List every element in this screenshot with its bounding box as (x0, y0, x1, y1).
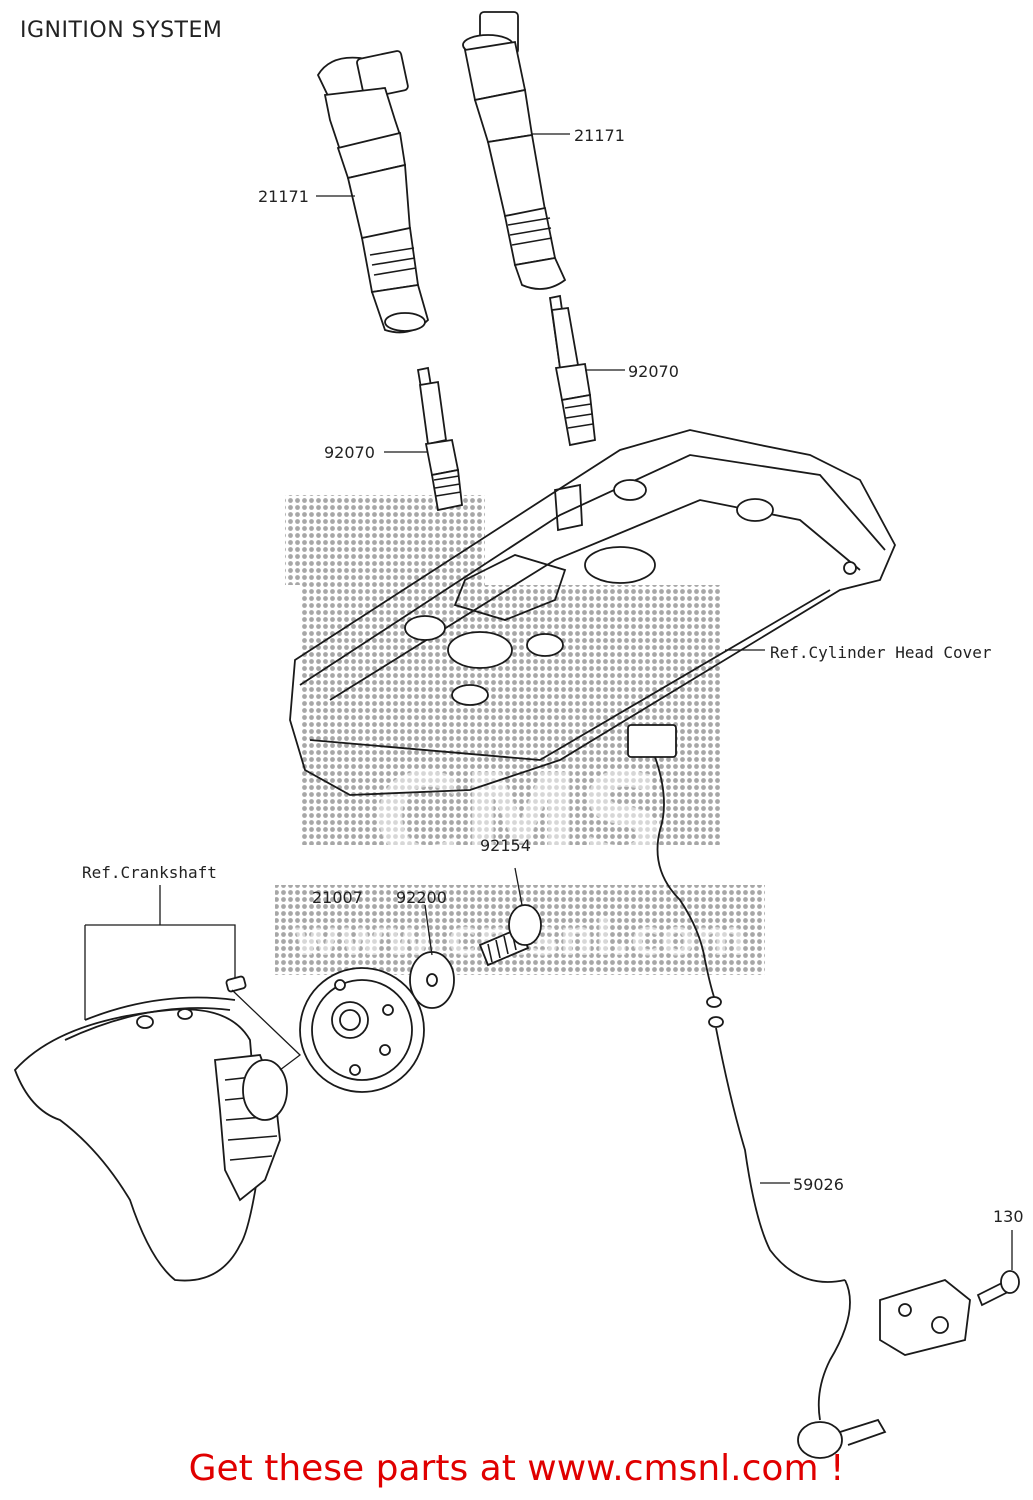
label-rotor[interactable]: 21007 (312, 888, 363, 907)
part-labels: 21171 21171 92070 92070 Ref.Cylinder Hea… (82, 126, 1024, 1226)
ignition-coil-left[interactable] (316, 50, 430, 334)
label-bolt[interactable]: 92154 (480, 836, 531, 855)
label-plug-right[interactable]: 92070 (628, 362, 679, 381)
leader-lines (84, 133, 1013, 1270)
crankshaft (13, 975, 288, 1282)
label-washer[interactable]: 92200 (396, 888, 447, 907)
spark-plug-left[interactable] (416, 366, 463, 512)
label-harness[interactable]: 59026 (793, 1175, 844, 1194)
label-head-cover[interactable]: Ref.Cylinder Head Cover (770, 643, 992, 662)
washer[interactable] (409, 951, 455, 1009)
label-coil-left[interactable]: 21171 (258, 187, 309, 206)
label-crankshaft[interactable]: Ref.Crankshaft (82, 863, 217, 882)
cylinder-head-cover (289, 429, 896, 796)
footer-link-banner[interactable]: Get these parts at www.cmsnl.com ! (188, 1448, 845, 1489)
spark-plug-right[interactable] (548, 294, 596, 447)
rotor-bolt[interactable] (478, 904, 542, 967)
pickup-harness[interactable] (627, 724, 971, 1459)
watermark: CMS www.cmsnl.com (275, 495, 765, 975)
page-title: IGNITION SYSTEM (20, 18, 223, 43)
watermark-text: CMS (373, 750, 667, 889)
mounting-screw[interactable] (976, 1270, 1020, 1307)
ignition-coil-right[interactable] (462, 11, 567, 290)
label-coil-right[interactable]: 21171 (574, 126, 625, 145)
label-screw[interactable]: 130 (993, 1207, 1024, 1226)
timing-rotor[interactable] (299, 967, 425, 1093)
label-plug-left[interactable]: 92070 (324, 443, 375, 462)
